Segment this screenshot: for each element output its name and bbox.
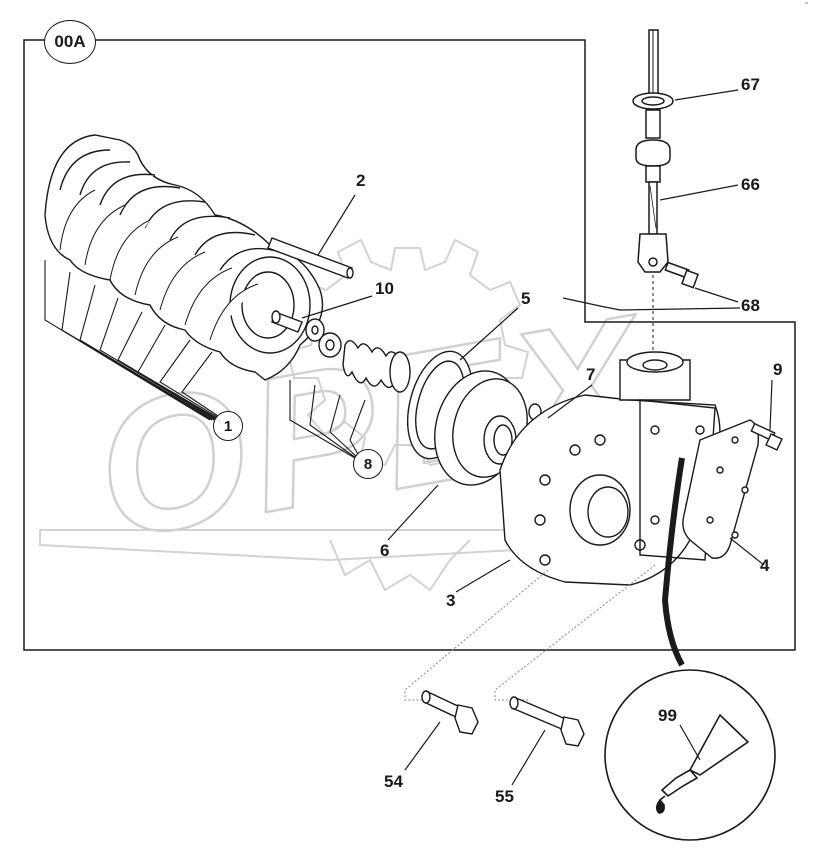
callout-9: 9 <box>773 360 783 379</box>
callout-99: 99 <box>658 706 677 725</box>
callout-66: 66 <box>741 175 760 194</box>
callout-8: 8 <box>353 449 383 479</box>
pin-part <box>267 237 354 279</box>
callout-6: 6 <box>380 541 390 560</box>
callout-10: 10 <box>375 279 394 298</box>
callout-67: 67 <box>741 75 760 94</box>
callout-leaders <box>301 89 773 786</box>
spring-assembly <box>305 318 411 393</box>
callout-1-label: 1 <box>223 417 233 435</box>
housing <box>499 351 721 586</box>
sealant-detail <box>604 669 776 841</box>
sealant-line <box>661 457 685 667</box>
callout-54: 54 <box>384 772 403 791</box>
callout-5: 5 <box>521 289 531 308</box>
group-tag-label: 00A <box>54 32 86 51</box>
bolt-55 <box>509 696 585 747</box>
callout-68: 68 <box>741 296 760 315</box>
group-tag: 00A <box>44 20 96 64</box>
leader-fan-1 <box>44 260 225 421</box>
corner-mark: ° <box>805 2 808 9</box>
control-cable <box>632 29 699 360</box>
bolt-9 <box>750 422 783 451</box>
callout-3: 3 <box>446 591 456 610</box>
callout-4: 4 <box>760 556 770 575</box>
bolt-54 <box>421 690 479 735</box>
callout-55: 55 <box>495 787 514 806</box>
leader-fan-8 <box>289 380 366 459</box>
callout-1: 1 <box>213 411 243 441</box>
bolt-guides <box>404 564 656 701</box>
callout-2: 2 <box>356 171 366 190</box>
callout-8-label: 8 <box>363 455 373 473</box>
clutch-disc-pack <box>44 134 324 381</box>
group-frame <box>23 39 796 651</box>
callout-7: 7 <box>586 365 596 384</box>
bolt-10 <box>271 310 303 333</box>
